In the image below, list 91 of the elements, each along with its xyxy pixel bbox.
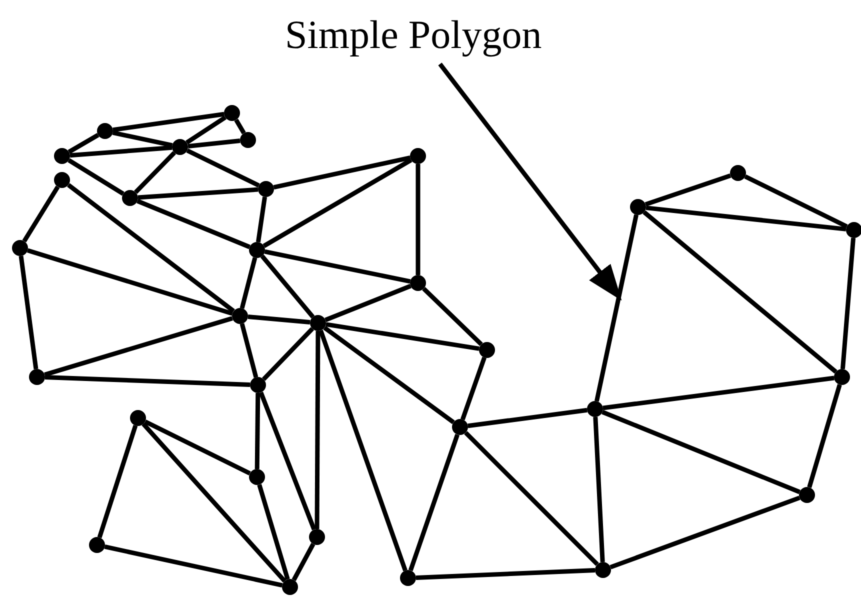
polygon-edge xyxy=(314,330,320,530)
vertex-dot xyxy=(97,123,113,139)
polygon-edge xyxy=(468,408,588,428)
vertex-dot xyxy=(595,562,611,578)
polygon-edge xyxy=(744,174,848,229)
polygon-edge xyxy=(22,186,60,242)
vertex-dot xyxy=(479,342,495,358)
vertex-dot xyxy=(249,469,265,485)
polygon-edge xyxy=(807,384,842,488)
polygon-edge xyxy=(260,254,315,318)
polygon-edge xyxy=(264,249,411,284)
polygon-edge xyxy=(44,316,233,377)
vertex-dot xyxy=(846,222,861,238)
polygon-edge xyxy=(602,376,834,410)
vertex-dot xyxy=(730,165,746,181)
polygon-edge xyxy=(324,284,412,322)
polygon-edge xyxy=(840,238,856,370)
polygon-edge xyxy=(326,322,480,351)
polygon-edge xyxy=(240,323,258,378)
polygon-edge xyxy=(112,130,173,148)
vertex-dot xyxy=(282,579,298,595)
polygon-edge xyxy=(460,356,487,420)
vertex-dot xyxy=(89,537,105,553)
polygon-edge xyxy=(185,116,227,144)
vertex-dot xyxy=(400,570,416,586)
polygon-edge xyxy=(248,314,310,325)
vertex-dot xyxy=(54,172,70,188)
polygon-edge xyxy=(234,118,246,134)
polygon-edge xyxy=(67,183,235,313)
polygon-edge xyxy=(318,330,408,572)
polygon-edge xyxy=(70,145,172,158)
polygon-edge xyxy=(602,410,800,494)
vertex-dot xyxy=(587,401,603,417)
polygon-edge xyxy=(68,158,124,196)
vertex-dot xyxy=(834,369,850,385)
polygon-edge xyxy=(262,327,314,381)
polygon-edge xyxy=(644,173,732,207)
polygon-edge xyxy=(642,210,838,374)
polygon-edge xyxy=(408,434,460,572)
polygon-edge xyxy=(416,164,420,275)
polygon-edge xyxy=(134,151,176,194)
vertex-dot xyxy=(12,240,28,256)
polygon-edge xyxy=(594,214,638,402)
vertex-dot xyxy=(249,242,265,258)
polygon-edge xyxy=(256,196,268,242)
vertex-dot xyxy=(29,369,45,385)
polygon-edge xyxy=(186,148,260,188)
vertex-dot xyxy=(309,529,325,545)
polygon-edge xyxy=(292,542,316,582)
vertex-dot xyxy=(54,148,70,164)
vertex-dot xyxy=(232,308,248,324)
polygon-edge xyxy=(257,484,290,580)
vertex-dot xyxy=(224,105,240,121)
vertex-dot xyxy=(410,275,426,291)
polygon-edge xyxy=(97,424,138,538)
polygon-edge xyxy=(104,544,283,588)
polygon-edge xyxy=(44,375,250,387)
vertex-dot xyxy=(250,377,266,393)
polygon-edge xyxy=(416,568,596,580)
vertex-dot xyxy=(799,487,815,503)
vertex-dot xyxy=(240,132,256,148)
vertex-dot xyxy=(122,190,138,206)
polygon-edge xyxy=(112,112,224,132)
polygon-edge xyxy=(18,256,38,370)
polygon-edge xyxy=(26,248,234,316)
polygon-edge xyxy=(144,420,251,476)
polygon-edge xyxy=(323,326,455,424)
vertex-dot xyxy=(258,181,274,197)
vertex-dot xyxy=(452,419,468,435)
polygon-edge xyxy=(422,286,483,346)
polygon-edge xyxy=(593,416,605,562)
vertex-dot xyxy=(410,148,426,164)
polygon-edge xyxy=(142,422,286,583)
polygon-edge xyxy=(136,198,250,250)
vertex-dot xyxy=(310,315,326,331)
polygon-edge xyxy=(273,156,411,190)
polygon-label: Simple Polygon xyxy=(285,12,542,58)
polygon-edge xyxy=(188,138,240,148)
polygon-edge xyxy=(262,158,412,248)
polygon-edge xyxy=(646,206,846,232)
polygon-edge xyxy=(254,392,260,470)
polygon-edge xyxy=(138,187,258,200)
polygon-edge xyxy=(258,392,316,530)
vertex-dot xyxy=(130,410,146,426)
leader-arrow xyxy=(438,62,622,301)
polygon-edge xyxy=(68,133,100,154)
polygon-edge xyxy=(610,496,800,570)
polygon-edge xyxy=(240,257,258,309)
vertex-dot xyxy=(172,139,188,155)
polygon-edge xyxy=(464,431,599,566)
vertex-dot xyxy=(630,199,646,215)
